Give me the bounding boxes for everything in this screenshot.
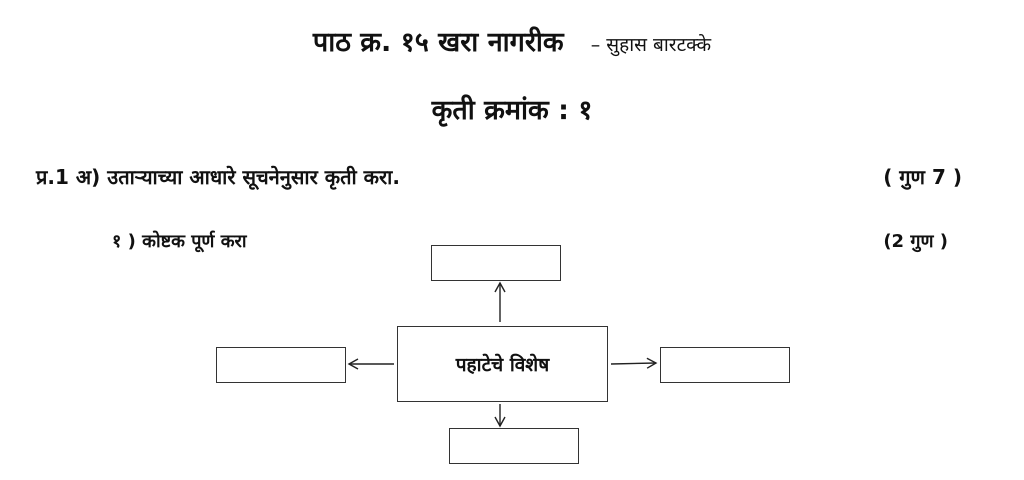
question-marks: ( गुण 7 )	[883, 165, 962, 189]
answer-box-bottom[interactable]	[449, 428, 579, 464]
subquestion-text: १ ) कोष्टक पूर्ण करा	[112, 231, 247, 252]
answer-box-top[interactable]	[431, 245, 561, 281]
answer-box-right[interactable]	[660, 347, 790, 383]
lesson-title: पाठ क्र. १५ खरा नागरीक	[312, 27, 564, 58]
subquestion-marks: (2 गुण )	[883, 231, 948, 252]
center-concept-box: पहाटेचे विशेष	[397, 326, 608, 402]
lesson-header: पाठ क्र. १५ खरा नागरीक – सुहास बारटक्के	[0, 22, 1024, 59]
author-name: – सुहास बारटक्के	[590, 34, 712, 56]
answer-box-left[interactable]	[216, 347, 346, 383]
question-text: प्र.1 अ) उताऱ्याच्या आधारे सूचनेनुसार कृ…	[36, 165, 400, 189]
activity-title: कृती क्रमांक : १	[431, 95, 593, 126]
arrow-right	[610, 357, 658, 369]
